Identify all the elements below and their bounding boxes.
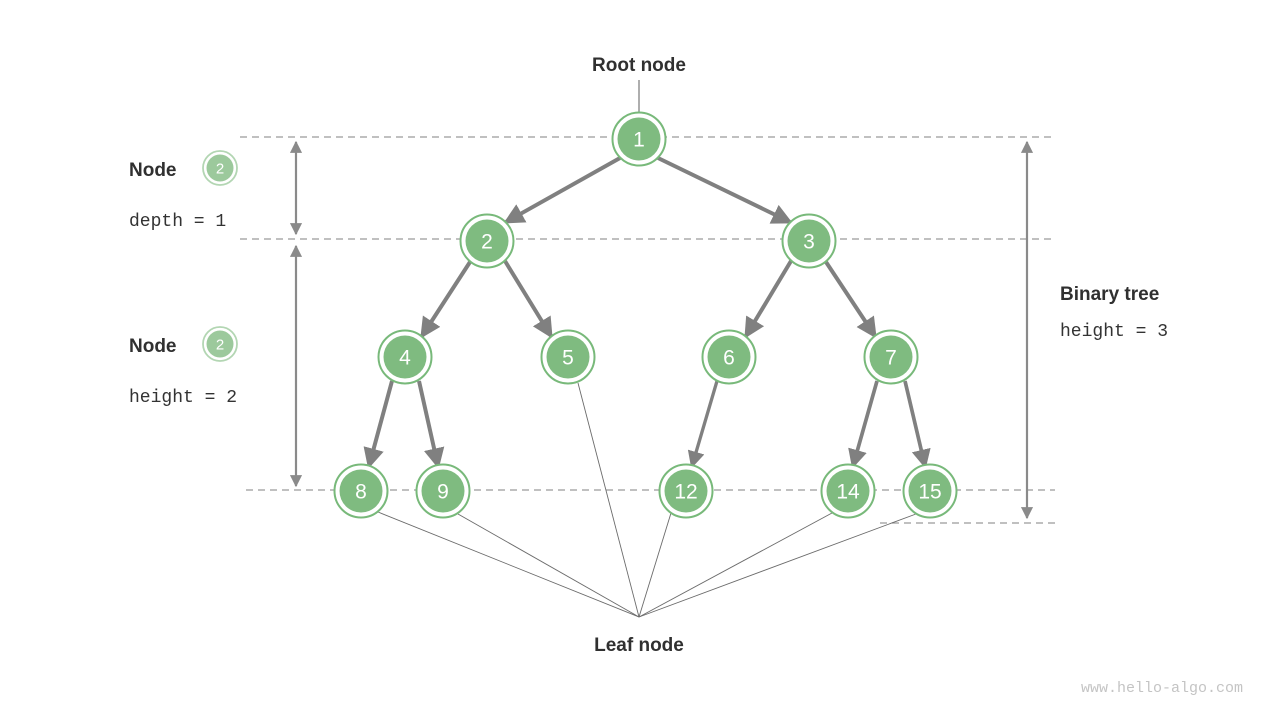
annotation-node-height-detail: height = 2 <box>129 388 237 408</box>
leaf-pointer-lines-group <box>377 382 917 618</box>
tree-node-9[interactable]: 9 <box>415 463 471 519</box>
edge-n4-n9 <box>417 380 445 470</box>
annotation-node-depth-badge-value: 2 <box>216 161 224 178</box>
tree-node-5-fill <box>546 335 590 379</box>
annotation-binary-tree-detail: height = 3 <box>1060 322 1168 342</box>
leaf-pointer-line-n9 <box>457 513 640 618</box>
tree-node-8-fill <box>339 469 383 513</box>
edge-n3-n7 <box>824 260 877 339</box>
measure-arrows-group <box>289 140 1034 520</box>
edge-n6-n12 <box>687 380 719 469</box>
annotation-node-height-title: Node <box>129 336 177 357</box>
edge-n1-n3 <box>657 156 793 224</box>
tree-node-1-value: 1 <box>633 129 645 152</box>
tree-node-5-value: 5 <box>562 347 574 370</box>
tree-nodes-group: 1 2 3 4 5 <box>333 111 958 519</box>
annotation-node-depth-badge-fill <box>206 154 234 182</box>
tree-node-14-fill <box>826 469 870 513</box>
tree-node-15[interactable]: 15 <box>902 463 958 519</box>
tree-node-4-fill <box>383 335 427 379</box>
tree-node-4[interactable]: 4 <box>377 329 433 385</box>
tree-node-7-fill <box>869 335 913 379</box>
edge-n7-n15 <box>903 380 931 469</box>
tree-node-3-value: 3 <box>803 231 815 254</box>
tree-node-3-fill <box>787 219 831 263</box>
tree-node-1-fill <box>617 117 661 161</box>
tree-node-14-value: 14 <box>836 481 860 504</box>
tree-node-9-fill <box>421 469 465 513</box>
tree-node-3[interactable]: 3 <box>781 213 837 269</box>
leaf-pointer-line-n14 <box>638 512 833 618</box>
annotation-node-height-badge: 2 <box>202 326 238 362</box>
annotation-node-depth-title: Node <box>129 160 177 181</box>
watermark: www.hello-algo.com <box>1081 680 1243 697</box>
edge-n2-n5 <box>503 259 553 339</box>
annotation-binary-tree-height: Binary tree height = 3 <box>1060 284 1168 342</box>
tree-node-4-value: 4 <box>399 347 411 370</box>
edge-n1-n2 <box>503 156 621 224</box>
leaf-pointer-line-n15 <box>638 513 917 618</box>
annotation-node-depth: Node 2 depth = 1 <box>129 150 238 232</box>
leaf-pointer-line-n12 <box>638 512 672 618</box>
tree-edges-group <box>363 156 931 470</box>
annotation-node-depth-detail: depth = 1 <box>129 212 226 232</box>
tree-node-8[interactable]: 8 <box>333 463 389 519</box>
tree-node-6-value: 6 <box>723 347 735 370</box>
tree-node-6[interactable]: 6 <box>701 329 757 385</box>
tree-node-6-fill <box>707 335 751 379</box>
annotation-node-height: Node 2 height = 2 <box>129 326 238 408</box>
tree-node-1[interactable]: 1 <box>611 111 667 167</box>
tree-node-9-value: 9 <box>437 481 449 504</box>
tree-node-15-value: 15 <box>918 481 941 504</box>
tree-node-8-value: 8 <box>355 481 367 504</box>
tree-node-2-value: 2 <box>481 231 493 254</box>
tree-node-12-fill <box>664 469 708 513</box>
tree-node-12[interactable]: 12 <box>658 463 714 519</box>
tree-node-7-value: 7 <box>885 347 897 370</box>
annotation-node-height-badge-value: 2 <box>216 337 224 354</box>
leaf-node-label: Leaf node <box>594 635 684 656</box>
root-node-label: Root node <box>592 55 686 76</box>
tree-node-2-fill <box>465 219 509 263</box>
edge-n4-n8 <box>363 380 394 470</box>
tree-node-14[interactable]: 14 <box>820 463 876 519</box>
annotation-binary-tree-title: Binary tree <box>1060 284 1159 305</box>
edge-n7-n14 <box>848 380 879 469</box>
edge-n3-n6 <box>744 259 793 339</box>
tree-node-5[interactable]: 5 <box>540 329 596 385</box>
leaf-pointer-line-n8 <box>377 511 640 618</box>
tree-node-12-value: 12 <box>674 481 697 504</box>
edge-n2-n4 <box>420 260 472 339</box>
leaf-pointer-line-n5 <box>577 382 640 618</box>
tree-node-15-fill <box>908 469 952 513</box>
tree-node-2[interactable]: 2 <box>459 213 515 269</box>
tree-node-7[interactable]: 7 <box>863 329 919 385</box>
annotation-node-depth-badge: 2 <box>202 150 238 186</box>
annotation-node-height-badge-fill <box>206 330 234 358</box>
